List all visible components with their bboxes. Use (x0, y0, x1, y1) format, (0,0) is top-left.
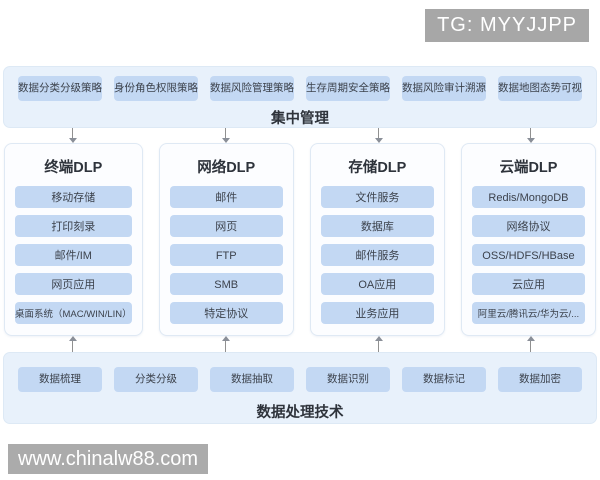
dlp-columns-row: 终端DLP 移动存储 打印刻录 邮件/IM 网页应用 桌面系统（MAC/WIN/… (4, 143, 597, 336)
column-item: 邮件/IM (15, 244, 132, 266)
policy-chip: 生存周期安全策略 (306, 76, 390, 101)
column-title: 存储DLP (348, 160, 407, 176)
central-management-label: 集中管理 (271, 111, 329, 127)
up-arrow-icon (220, 336, 231, 352)
policy-chip-row: 数据分类分级策略 身份角色权限策略 数据风险管理策略 生存周期安全策略 数据风险… (4, 76, 596, 101)
column-item: 邮件服务 (320, 244, 434, 266)
policy-chip: 身份角色权限策略 (114, 76, 198, 101)
column-item: 文件服务 (320, 186, 434, 208)
policy-chip: 数据风险管理策略 (210, 76, 294, 101)
technique-chip: 数据标记 (402, 367, 486, 392)
column-item: 网页应用 (15, 273, 132, 295)
down-arrow-icon (525, 128, 536, 143)
data-processing-label: 数据处理技术 (256, 405, 344, 421)
column-item: FTP (169, 244, 283, 266)
down-arrow-icon (220, 128, 231, 143)
column-storage-dlp: 存储DLP 文件服务 数据库 邮件服务 OA应用 业务应用 (309, 143, 445, 336)
column-item: 业务应用 (320, 302, 434, 324)
column-item: 移动存储 (15, 186, 132, 208)
column-item: OA应用 (320, 273, 434, 295)
up-arrow-icon (67, 336, 78, 352)
technique-chip: 数据加密 (498, 367, 582, 392)
column-terminal-dlp: 终端DLP 移动存储 打印刻录 邮件/IM 网页应用 桌面系统（MAC/WIN/… (4, 143, 143, 336)
column-title: 终端DLP (44, 160, 103, 176)
column-item: 邮件 (169, 186, 283, 208)
column-item: 云应用 (471, 273, 586, 295)
site-watermark-badge: www.chinalw88.com (8, 444, 209, 474)
column-cloud-dlp: 云端DLP Redis/MongoDB 网络协议 OSS/HDFS/HBase … (460, 143, 597, 336)
tg-watermark-badge: TG: MYYJJPP (425, 9, 589, 42)
column-item: 桌面系统（MAC/WIN/LIN） (15, 302, 132, 324)
central-management-panel: 数据分类分级策略 身份角色权限策略 数据风险管理策略 生存周期安全策略 数据风险… (3, 66, 597, 128)
column-item: SMB (169, 273, 283, 295)
column-item: 数据库 (320, 215, 434, 237)
technique-chip: 分类分级 (114, 367, 198, 392)
column-item: Redis/MongoDB (471, 186, 586, 208)
column-item: 特定协议 (169, 302, 283, 324)
technique-chip-row: 数据梳理 分类分级 数据抽取 数据识别 数据标记 数据加密 (4, 367, 596, 392)
column-item: 网页 (169, 215, 283, 237)
column-item: 打印刻录 (15, 215, 132, 237)
column-network-dlp: 网络DLP 邮件 网页 FTP SMB 特定协议 (158, 143, 294, 336)
down-arrow-icon (373, 128, 384, 143)
technique-chip: 数据梳理 (18, 367, 102, 392)
policy-chip: 数据风险审计溯源 (402, 76, 486, 101)
technique-chip: 数据识别 (306, 367, 390, 392)
policy-chip: 数据分类分级策略 (18, 76, 102, 101)
column-title: 云端DLP (499, 160, 558, 176)
column-item: 网络协议 (471, 215, 586, 237)
down-arrow-icon (67, 128, 78, 143)
column-title: 网络DLP (197, 160, 256, 176)
up-arrow-icon (525, 336, 536, 352)
policy-chip: 数据地图态势可视 (498, 76, 582, 101)
technique-chip: 数据抽取 (210, 367, 294, 392)
column-item: OSS/HDFS/HBase (471, 244, 586, 266)
data-processing-panel: 数据梳理 分类分级 数据抽取 数据识别 数据标记 数据加密 数据处理技术 (3, 352, 597, 424)
column-item: 阿里云/腾讯云/华为云/... (471, 302, 586, 324)
up-arrow-icon (373, 336, 384, 352)
